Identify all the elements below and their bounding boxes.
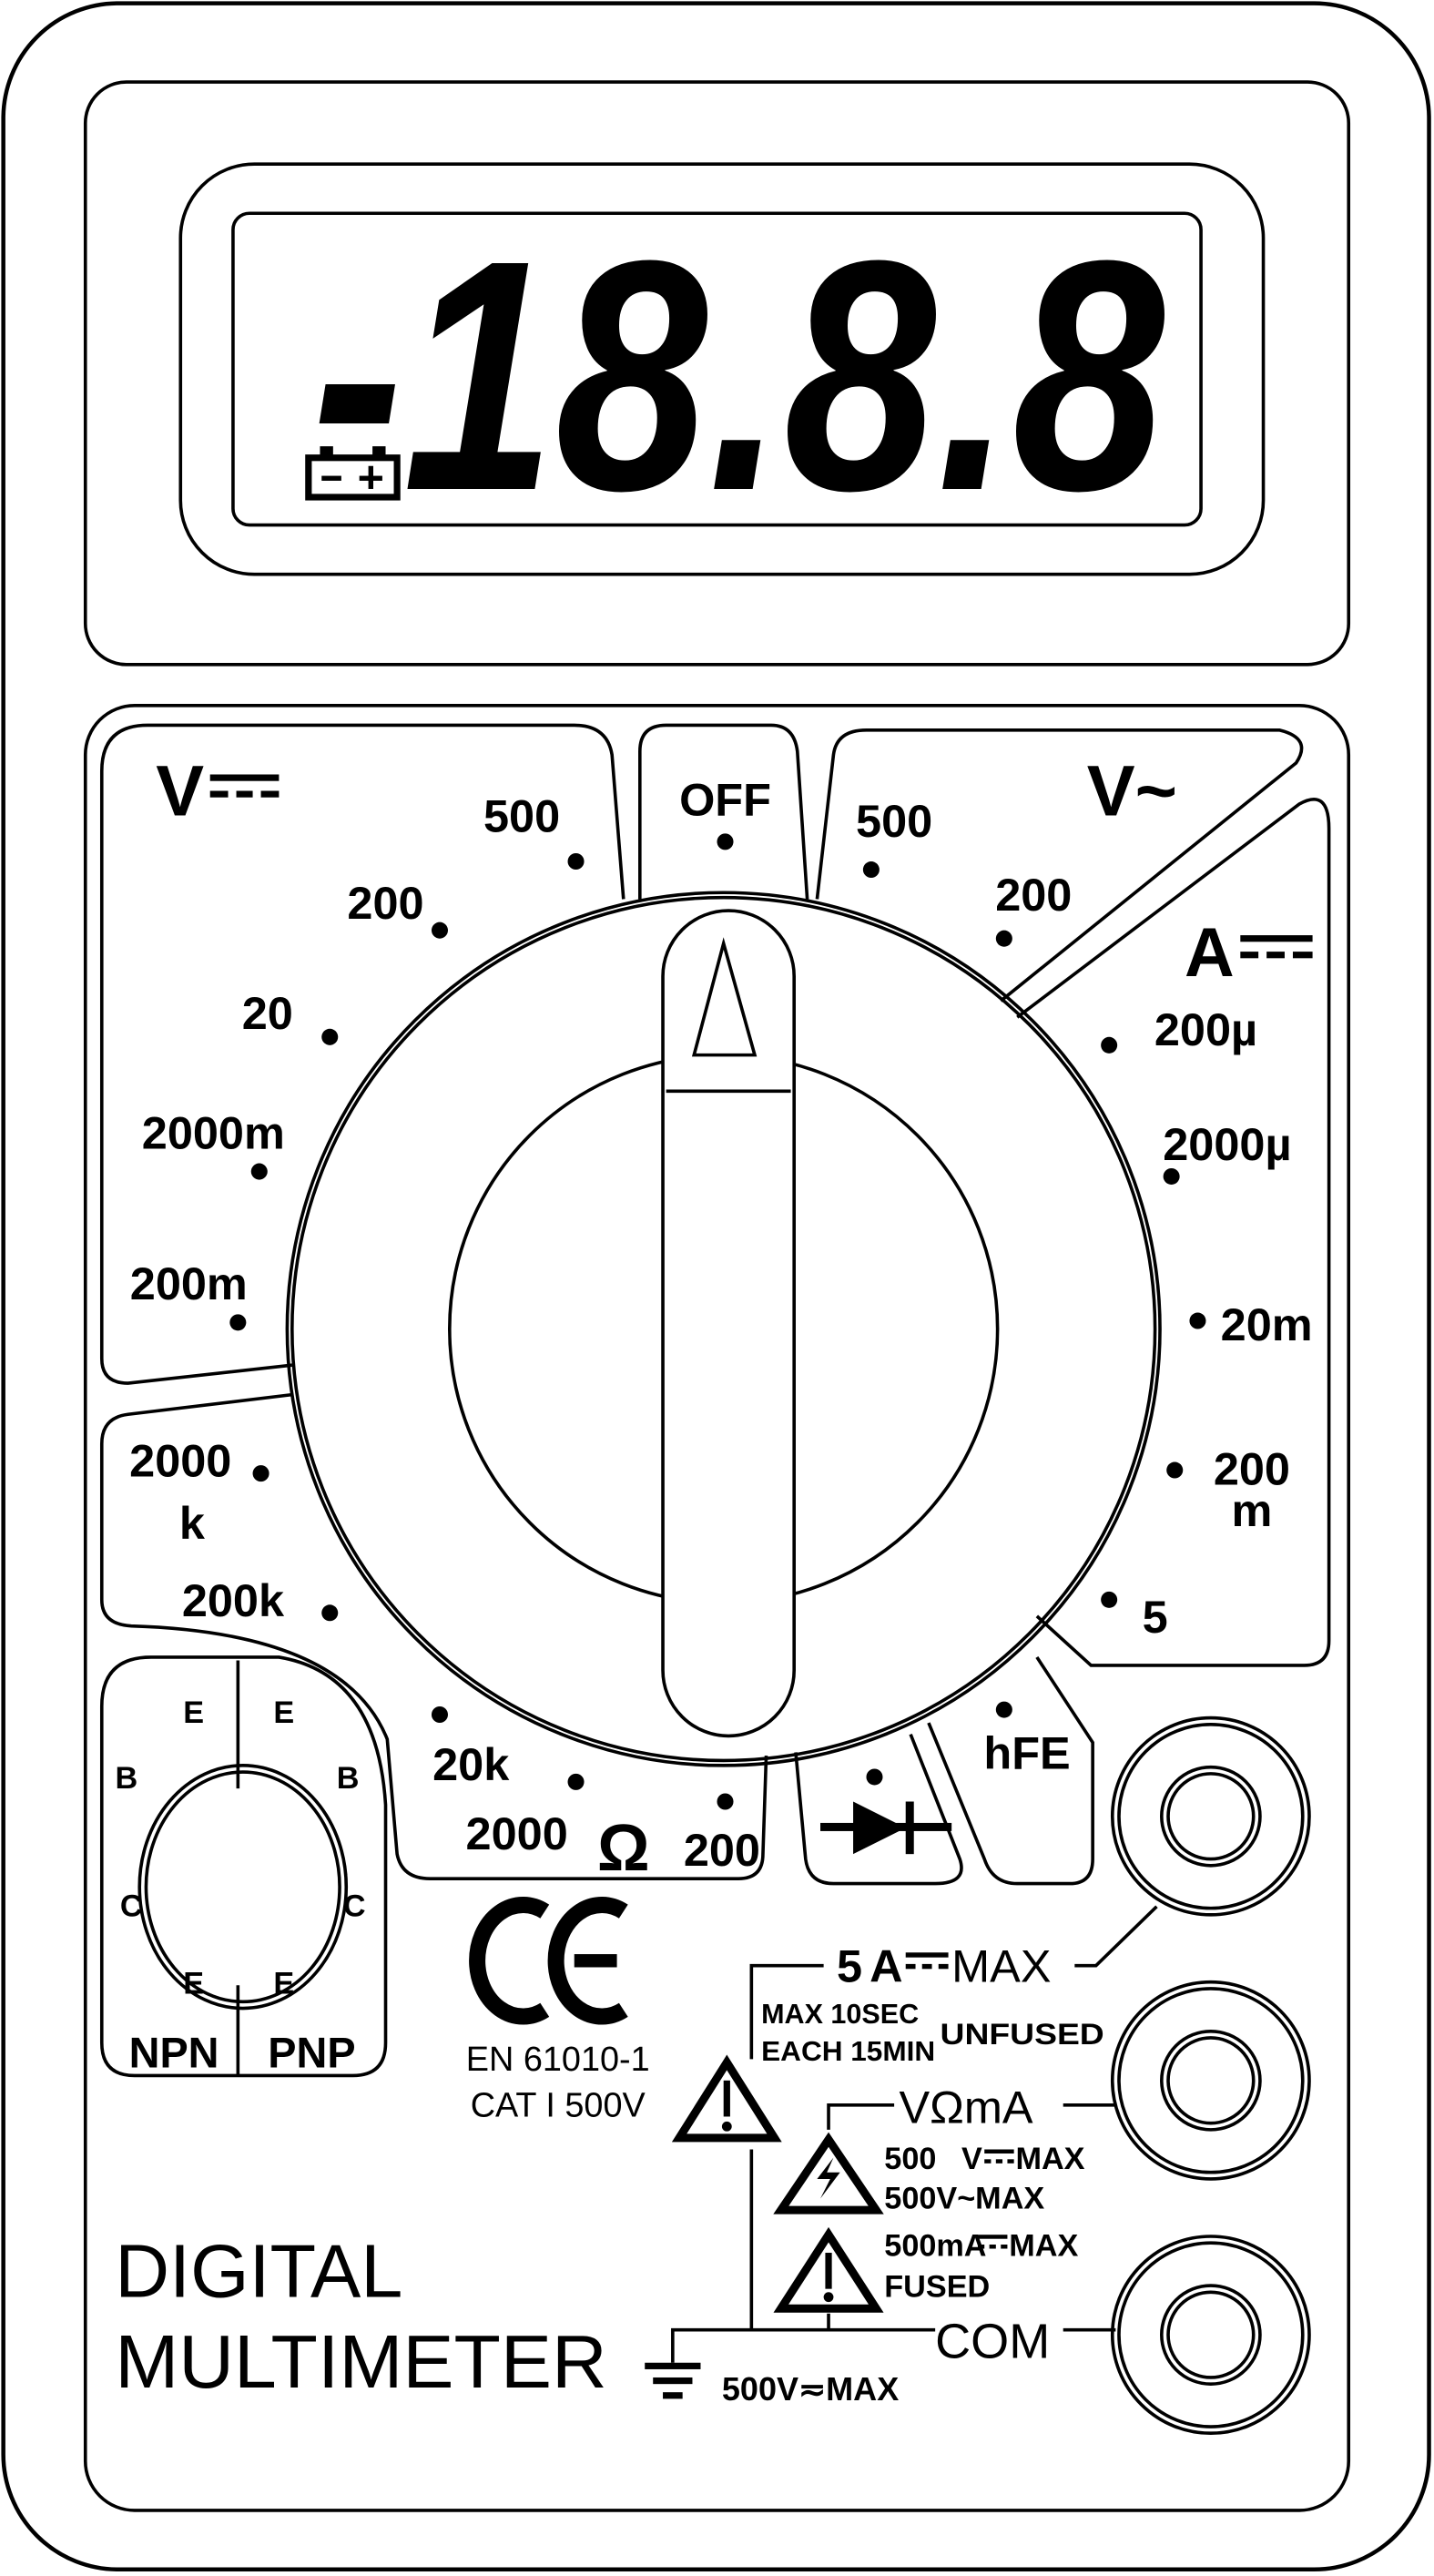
range-vdc-2000m[interactable]: 2000m bbox=[142, 1106, 285, 1158]
npn-pin-e-bottom: E bbox=[183, 1966, 204, 2001]
vohm-dc-rating-unit: V bbox=[961, 2142, 982, 2176]
fused-label: FUSED bbox=[884, 2270, 990, 2305]
range-vac-200[interactable]: 200 bbox=[995, 869, 1072, 921]
vohm-dc-rating-value: 500 bbox=[884, 2142, 936, 2176]
jack-5a-label: 5 bbox=[837, 1940, 862, 1992]
fuse-warning-icon bbox=[773, 2226, 884, 2313]
jack-com-label: COM bbox=[935, 2314, 1050, 2368]
npn-pin-e-top: E bbox=[183, 1695, 204, 1730]
range-hfe[interactable]: hFE bbox=[983, 1726, 1070, 1778]
high-voltage-warning-icon bbox=[773, 2132, 884, 2215]
zone-ohm bbox=[99, 1392, 768, 1880]
lcd-reading: -18.8.8 bbox=[311, 193, 1166, 559]
warning-icon bbox=[671, 2054, 782, 2143]
product-name-line2: MULTIMETER bbox=[115, 2319, 607, 2404]
pnp-pin-e-bottom: E bbox=[273, 1966, 294, 2001]
vac-label: V~ bbox=[1087, 750, 1177, 831]
pnp-pin-b: B bbox=[337, 1761, 360, 1796]
jack-5a-max: MAX bbox=[951, 1940, 1051, 1992]
range-vdc-200[interactable]: 200 bbox=[347, 877, 423, 929]
range-adc-5[interactable]: 5 bbox=[1143, 1591, 1168, 1643]
jack-vohm[interactable] bbox=[1110, 1980, 1311, 2181]
diode-icon[interactable] bbox=[820, 1801, 952, 1855]
zone-adc bbox=[1016, 798, 1331, 1667]
zone-hfe bbox=[927, 1655, 1094, 1886]
range-ohm-200[interactable]: 200 bbox=[684, 1824, 760, 1876]
range-vac-500[interactable]: 500 bbox=[856, 795, 932, 847]
zone-off bbox=[638, 723, 809, 900]
range-adc-200u[interactable]: 200µ bbox=[1154, 1003, 1257, 1055]
range-ohm-200k[interactable]: 200k bbox=[182, 1574, 285, 1626]
vohm-dc-rating-max: MAX bbox=[1015, 2142, 1084, 2176]
product-name-line1: DIGITAL bbox=[115, 2229, 402, 2314]
jack-vohm-label: VΩmA bbox=[900, 2082, 1033, 2133]
range-vdc-500[interactable]: 500 bbox=[483, 790, 560, 842]
svg-text:V: V bbox=[156, 750, 204, 831]
hfe-socket-hole[interactable] bbox=[137, 1764, 349, 2011]
range-adc-20m[interactable]: 20m bbox=[1221, 1298, 1313, 1350]
lcd-bezel bbox=[178, 162, 1266, 576]
range-ohm-2000k-unit: k bbox=[179, 1497, 206, 1549]
npn-pin-b: B bbox=[115, 1761, 137, 1796]
battery-low-icon bbox=[305, 446, 401, 501]
range-off[interactable]: OFF bbox=[679, 774, 771, 826]
range-adc-2000u[interactable]: 2000µ bbox=[1163, 1118, 1291, 1170]
rotary-dial-ring[interactable] bbox=[285, 891, 1162, 1767]
hfe-socket bbox=[99, 1655, 388, 2078]
com-rating: 500V≂MAX bbox=[722, 2370, 899, 2408]
range-adc-200m[interactable]: 200 bbox=[1214, 1443, 1290, 1495]
pnp-pin-e-top: E bbox=[273, 1695, 294, 1730]
range-adc-200m-unit: m bbox=[1231, 1484, 1272, 1536]
vohm-ma-rating-max: MAX bbox=[1009, 2229, 1078, 2264]
npn-label: NPN bbox=[129, 2029, 219, 2076]
range-vdc-20[interactable]: 20 bbox=[242, 987, 293, 1039]
vdc-label: V bbox=[156, 750, 280, 831]
jack-5a[interactable] bbox=[1110, 1716, 1311, 1917]
jack-5a-unit: A bbox=[870, 1940, 902, 1992]
amp-unfused-label: UNFUSED bbox=[941, 2018, 1104, 2051]
display-panel bbox=[83, 80, 1351, 667]
adc-label: A bbox=[1185, 914, 1313, 992]
amp-note-interval: EACH 15MIN bbox=[761, 2036, 935, 2067]
ground-icon bbox=[645, 2362, 701, 2399]
amp-note-time: MAX 10SEC bbox=[761, 1999, 919, 2030]
dial-panel bbox=[83, 704, 1351, 2512]
rotary-knob-handle[interactable] bbox=[661, 909, 796, 1738]
category-text: CAT I 500V bbox=[471, 2086, 646, 2124]
vohm-ma-rating: 500mA bbox=[884, 2229, 986, 2264]
knob-pointer-icon bbox=[691, 937, 758, 1057]
svg-text:A: A bbox=[1185, 914, 1235, 992]
pnp-label: PNP bbox=[268, 2029, 355, 2076]
range-ohm-2000k[interactable]: 2000 bbox=[129, 1435, 231, 1487]
range-ohm-2000[interactable]: 2000 bbox=[466, 1807, 568, 1859]
lcd-screen bbox=[231, 211, 1203, 527]
range-dot bbox=[567, 852, 585, 871]
pnp-pin-c: C bbox=[343, 1889, 366, 1924]
zone-diode bbox=[794, 1733, 963, 1886]
standard-text: EN 61010-1 bbox=[466, 2041, 650, 2079]
ce-mark-logo bbox=[469, 1897, 628, 2025]
jack-com[interactable] bbox=[1110, 2235, 1311, 2436]
vohm-ac-rating: 500V~MAX bbox=[884, 2181, 1044, 2215]
zone-vac bbox=[815, 728, 1304, 1003]
range-ohm-20k[interactable]: 20k bbox=[432, 1738, 510, 1790]
npn-pin-c: C bbox=[120, 1889, 143, 1924]
ohm-label: Ω bbox=[597, 1812, 650, 1885]
range-vdc-200m[interactable]: 200m bbox=[130, 1257, 248, 1309]
zone-vdc bbox=[99, 723, 625, 1385]
